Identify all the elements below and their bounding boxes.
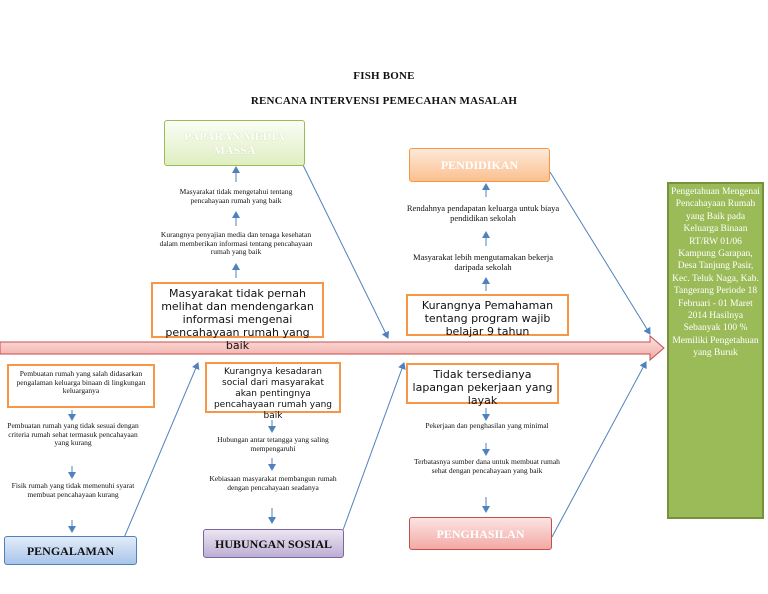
category-penghasilan: PENGHASILAN: [409, 517, 552, 550]
category-hubungan-sosial: HUBUNGAN SOSIAL: [203, 529, 344, 558]
category-pengalaman: PENGALAMAN: [4, 536, 137, 565]
cause-penghasilan-box: Tidak tersedianya lapangan pekerjaan yan…: [406, 363, 559, 407]
cause-pengalaman-1: Pembuatan rumah yang tidak sesuai dengan…: [7, 421, 139, 447]
bone-pengalaman: [117, 362, 200, 553]
bone-media: [302, 164, 389, 339]
bone-pendidikan: [549, 171, 651, 335]
cause-hubungan-box: Kurangnya kesadaran social dari masyarak…: [205, 362, 341, 421]
diagram-title: FISH BONE: [353, 70, 415, 82]
cause-media-2: Kurangnya penyajian media dan tenaga kes…: [159, 230, 313, 256]
spine-arrow: [0, 334, 665, 362]
bone-hubungan: [342, 362, 406, 531]
category-paparan-media-massa: PAPARAN MEDIA MASSA: [164, 120, 305, 166]
cause-pengalaman-2: Fisik rumah yang tidak memenuhi syarat m…: [11, 481, 135, 499]
cause-pendidikan-box: Kurangnya Pemahaman tentang program waji…: [406, 294, 569, 338]
cause-media-1: Masyarakat tidak mengetahui tentang penc…: [179, 187, 293, 205]
bone-penghasilan: [551, 361, 647, 538]
cause-penghasilan-2: Terbatasnya sumber dana untuk membuat ru…: [414, 457, 560, 475]
cause-pengalaman-box: Pembuatan rumah yang salah didasarkan pe…: [7, 364, 155, 408]
diagram-subtitle: RENCANA INTERVENSI PEMECAHAN MASALAH: [250, 95, 518, 107]
cause-media-box: Masyarakat tidak pernah melihat dan mend…: [151, 282, 324, 352]
cause-hubungan-1: Hubungan antar tetangga yang saling memp…: [217, 435, 329, 453]
category-pendidikan: PENDIDIKAN: [409, 148, 550, 182]
fishbone-result-box: Pengetahuan Mengenai Pencahayaan Rumah y…: [667, 182, 764, 519]
cause-pendidikan-2: Masyarakat lebih mengutamakan bekerja da…: [413, 252, 553, 272]
cause-hubungan-2: Kebiasaan masyarakat membangun rumah den…: [209, 474, 337, 492]
cause-penghasilan-1: Pekerjaan dan penghasilan yang minimal: [425, 421, 549, 430]
cause-pendidikan-1: Rendahnya pendapatan keluarga untuk biay…: [406, 203, 560, 223]
